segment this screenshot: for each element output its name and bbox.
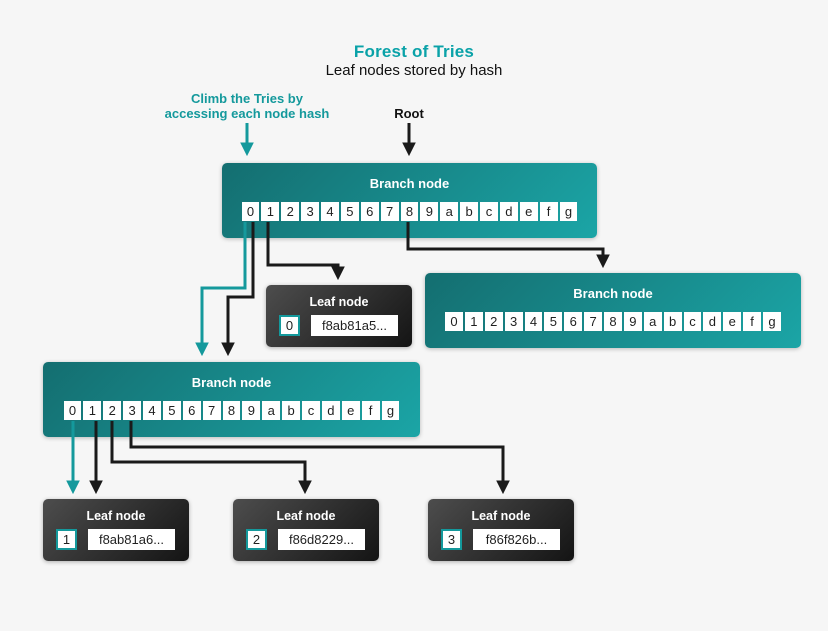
hex-cell-5: 5 (544, 312, 563, 331)
hex-cell-3: 3 (123, 401, 141, 420)
hex-cell-4: 4 (321, 202, 339, 221)
hex-cell-0: 0 (445, 312, 463, 331)
branch-node-label: Branch node (369, 176, 450, 191)
leaf-hash-cell: f8ab81a6... (88, 529, 175, 550)
hex-cell-3: 3 (301, 202, 319, 221)
hex-cell-a: a (262, 401, 281, 420)
hex-cell-b: b (663, 312, 682, 331)
leaf-node-1: Leaf node 1 f8ab81a6... (43, 499, 189, 561)
hex-cell-7: 7 (584, 312, 602, 331)
hex-cell-7: 7 (202, 401, 221, 420)
branch-node-label: Branch node (573, 286, 653, 301)
branch-node-label: Branch node (191, 375, 272, 390)
hex-cell-e: e (341, 401, 360, 420)
hex-cell-c: c (302, 401, 320, 420)
hex-cell-4: 4 (524, 312, 543, 331)
leaf-index-cell: 3 (441, 529, 462, 550)
leaf-index-cell: 1 (56, 529, 77, 550)
hex-cell-8: 8 (604, 312, 622, 331)
hex-cell-2: 2 (484, 312, 503, 331)
hex-cell-5: 5 (162, 401, 181, 420)
hex-cell-e: e (723, 312, 742, 331)
hex-cell-a: a (440, 202, 459, 221)
leaf-node-label: Leaf node (309, 295, 369, 309)
hex-cell-6: 6 (182, 401, 201, 420)
leaf-row: 0 f8ab81a5... (279, 315, 398, 336)
hex-cell-f: f (743, 312, 761, 331)
hex-cell-0: 0 (241, 202, 260, 221)
climb-annotation-line2: accessing each node hash (164, 105, 330, 121)
hex-cell-8: 8 (400, 202, 419, 221)
leaf-hash-cell: f86f826b... (473, 529, 560, 550)
hex-cell-f: f (539, 202, 558, 221)
hex-cell-g: g (763, 312, 781, 331)
hex-cell-2: 2 (103, 401, 122, 420)
leaf-hash-cell: f86d8229... (278, 529, 365, 550)
hex-cell-1: 1 (261, 202, 280, 221)
hex-cell-3: 3 (504, 312, 523, 331)
hex-cell-g: g (381, 401, 400, 420)
hex-cell-1: 1 (464, 312, 483, 331)
leaf-node-3: Leaf node 3 f86f826b... (428, 499, 574, 561)
hex-cell-6: 6 (564, 312, 583, 331)
hex-cell-g: g (559, 202, 578, 221)
climb-annotation: Climb the Tries by accessing each node h… (97, 91, 397, 121)
hex-cell-8: 8 (222, 401, 241, 420)
hex-cell-1: 1 (83, 401, 102, 420)
page-title: Forest of Tries (353, 42, 475, 61)
leaf-row: 1 f8ab81a6... (56, 529, 175, 550)
hex-cell-0: 0 (63, 401, 82, 420)
hex-cell-d: d (321, 401, 340, 420)
leaf-row: 2 f86d8229... (246, 529, 365, 550)
hex-cell-d: d (499, 202, 518, 221)
climb-annotation-line1: Climb the Tries by (191, 91, 303, 106)
leaf-node-label: Leaf node (86, 509, 146, 523)
hex-cell-d: d (703, 312, 722, 331)
leaf-node-label: Leaf node (276, 509, 336, 523)
hex-cell-9: 9 (623, 312, 642, 331)
page-subtitle: Leaf nodes stored by hash (325, 62, 503, 79)
hex-cell-4: 4 (143, 401, 161, 420)
leaf-node-0: Leaf node 0 f8ab81a5... (266, 285, 412, 347)
hex-cell-9: 9 (242, 401, 261, 420)
connector-top-cell0-climb (195, 222, 247, 357)
root-label: Root (394, 106, 424, 121)
hex-cell-5: 5 (340, 202, 359, 221)
hex-cell-e: e (519, 202, 538, 221)
hex-cell-6: 6 (360, 202, 379, 221)
hex-cell-c: c (683, 312, 702, 331)
hex-cell-a: a (643, 312, 662, 331)
leaf-node-2: Leaf node 2 f86d8229... (233, 499, 379, 561)
hex-cell-b: b (282, 401, 300, 420)
connector-top-cell0 (221, 222, 255, 357)
leaf-index-cell: 2 (246, 529, 267, 550)
leaf-row: 3 f86f826b... (441, 529, 560, 550)
hex-cell-2: 2 (281, 202, 300, 221)
hex-cell-9: 9 (420, 202, 439, 221)
leaf-node-label: Leaf node (471, 509, 531, 523)
hex-cell-c: c (480, 202, 498, 221)
hex-cell-f: f (361, 401, 380, 420)
leaf-hash-cell: f8ab81a5... (311, 315, 398, 336)
leaf-index-cell: 0 (279, 315, 300, 336)
hex-cell-7: 7 (380, 202, 399, 221)
hex-cell-b: b (460, 202, 478, 221)
